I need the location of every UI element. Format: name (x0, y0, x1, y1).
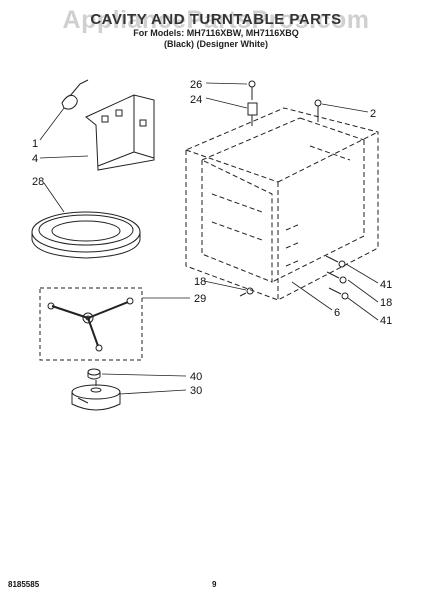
callout-24: 24 (190, 94, 202, 106)
color-variants: (Black) (Designer White) (163, 39, 268, 49)
callout-2: 2 (370, 108, 376, 120)
part-18-screw-right (328, 287, 349, 300)
part-40-coupler (87, 368, 101, 380)
callout-18-right: 18 (380, 297, 392, 309)
callout-4: 4 (32, 153, 38, 165)
part-18-screw-left (239, 287, 254, 297)
model-numbers: For Models: MH7116XBW, MH7116XBQ (133, 28, 299, 38)
callout-30: 30 (190, 385, 202, 397)
page-number: 9 (212, 580, 217, 589)
callout-29: 29 (194, 293, 206, 305)
callout-1: 1 (32, 138, 38, 150)
part-30-motor (71, 380, 121, 411)
part-28-glass-tray (31, 211, 141, 259)
part-29-roller-support (39, 287, 143, 361)
part-4-bracket (85, 94, 155, 171)
leader-lines (39, 82, 379, 395)
callout-6: 6 (334, 307, 340, 319)
part-24-grommet (247, 102, 258, 126)
document-code: 8185585 (8, 580, 40, 589)
watermark: AppliancePartsPros.com (62, 6, 370, 34)
part-41-screw-middle (326, 271, 347, 284)
part-2-screw (314, 99, 322, 122)
part-1-sensor (61, 79, 89, 110)
part-41-screw-upper (325, 255, 346, 268)
callout-26: 26 (190, 79, 202, 91)
callout-18-left: 18 (194, 276, 206, 288)
callout-28: 28 (32, 176, 44, 188)
callout-41-lower: 41 (380, 315, 392, 327)
page-title: CAVITY AND TURNTABLE PARTS (90, 11, 342, 28)
callout-40: 40 (190, 371, 202, 383)
cavity-outline (185, 107, 379, 301)
callout-41-upper: 41 (380, 279, 392, 291)
part-26-screw (248, 80, 256, 100)
